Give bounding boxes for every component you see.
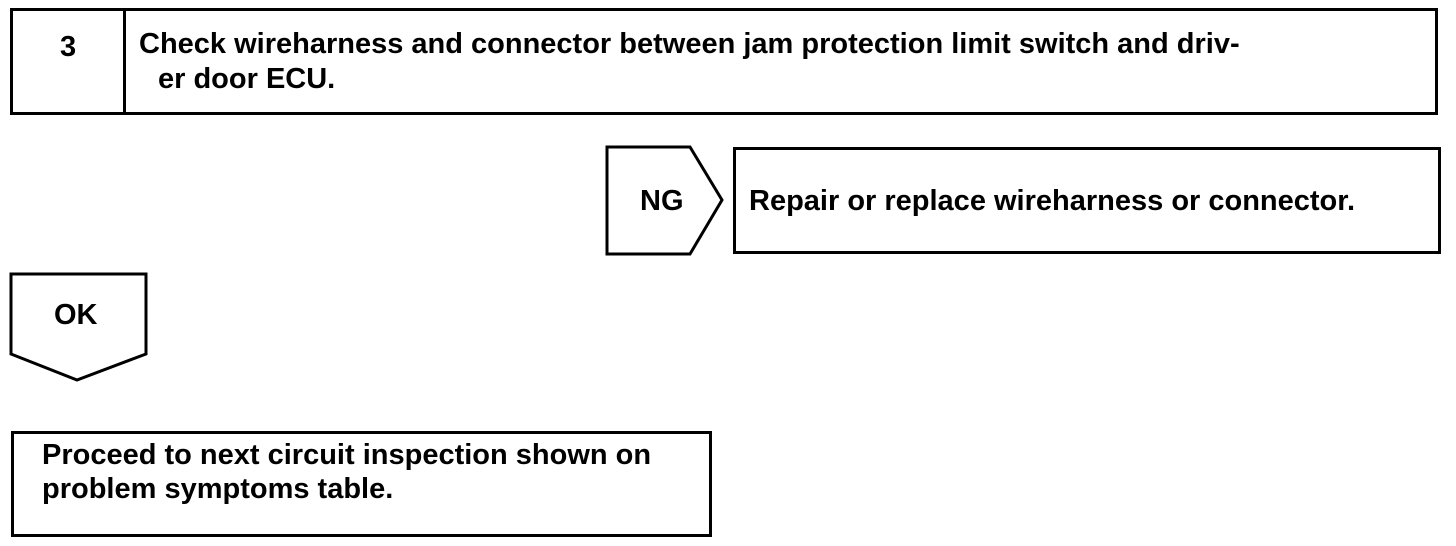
step-title-line-2: er door ECU. [158, 63, 336, 95]
next-step-box [11, 431, 712, 537]
next-step-line-2: problem symptoms table. [42, 473, 394, 505]
step-number-cell [10, 8, 126, 115]
step-number: 3 [60, 31, 77, 63]
next-step-line-1: Proceed to next circuit inspection shown… [42, 439, 652, 471]
ng-label: NG [640, 185, 684, 217]
ng-action-text: Repair or replace wireharness or connect… [749, 185, 1356, 217]
step-header-box [10, 8, 1438, 115]
step-title-line-1: Check wireharness and connector between … [139, 28, 1240, 60]
ok-label: OK [54, 299, 98, 331]
ng-action-box [733, 147, 1441, 254]
